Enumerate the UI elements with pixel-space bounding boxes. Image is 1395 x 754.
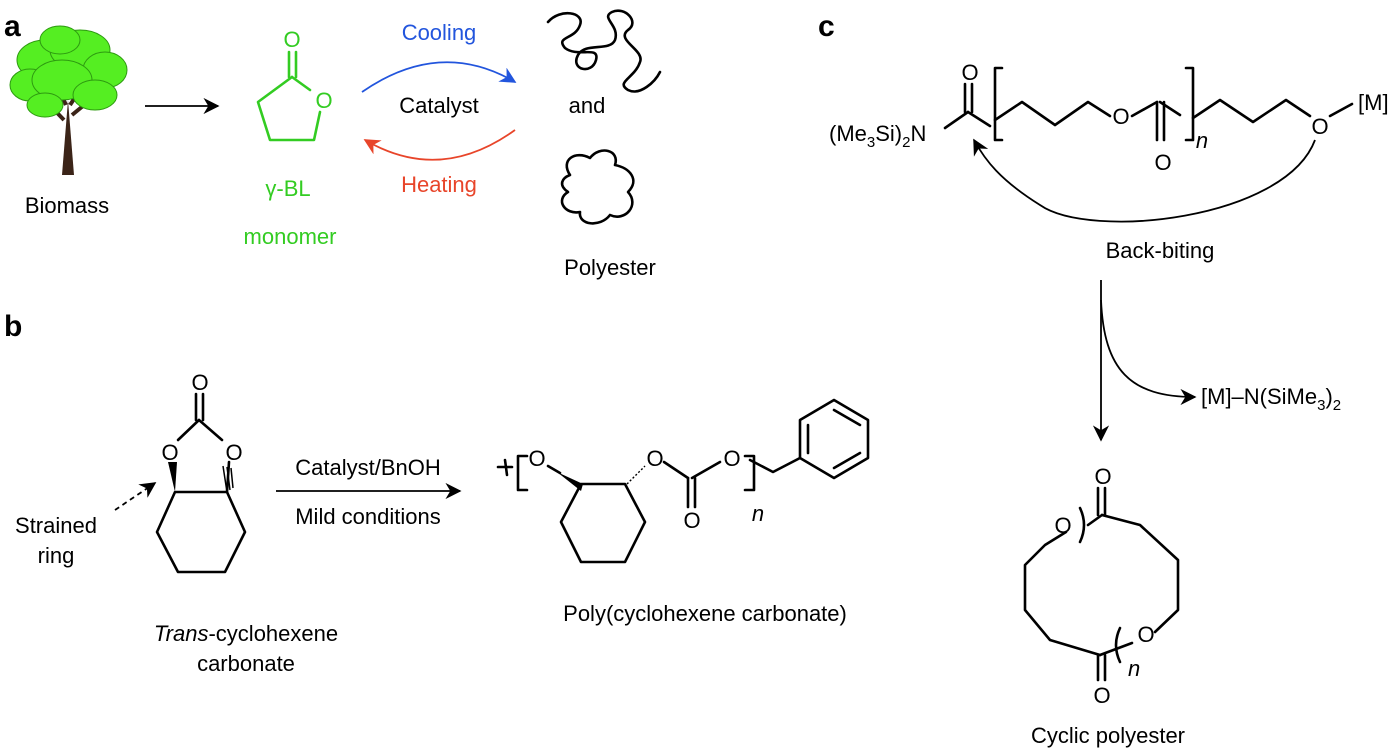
biomass-label: Biomass [25, 193, 109, 218]
byproduct-label: [M]–N(SiMe3)2 [1201, 384, 1341, 414]
carbonate-ring-oxygen-right: O [225, 440, 242, 465]
tree-icon [9, 25, 128, 175]
amine-sub-2: 2 [902, 134, 910, 151]
monomer-word: monomer [244, 224, 337, 249]
panel-label-a: a [4, 10, 21, 43]
cyclic-polyester-label: Cyclic polyester [1031, 723, 1185, 748]
heating-label: Heating [401, 172, 477, 197]
amine-sub-1: 3 [867, 134, 875, 151]
cyclic-polymer-chain [560, 149, 635, 225]
catalyst-label: Catalyst [399, 93, 478, 118]
cyclic-carbonyl-oxygen-top: O [1094, 464, 1111, 489]
carbonate-ring-oxygen-left: O [161, 440, 178, 465]
polyester-chain-structure [943, 66, 1354, 142]
panel-label-c: c [818, 10, 835, 43]
cyclic-ester-oxygen-left: O [1054, 513, 1071, 538]
byproduct-sub-1: 3 [1317, 397, 1325, 414]
cyclic-repeat-n: n [1128, 656, 1140, 681]
poly-cyclohexene-carbonate-structure [496, 398, 870, 564]
amine-end-group: (Me3Si)2N [829, 121, 926, 151]
linear-polymer-chain [546, 9, 662, 93]
monomer-b-name-line1: Trans-cyclohexene [154, 621, 338, 646]
polyester-label: Polyester [564, 255, 656, 280]
product-b-name: Poly(cyclohexene carbonate) [563, 601, 847, 626]
pcc-oxygen-2: O [646, 446, 663, 471]
cooling-label: Cooling [402, 20, 477, 45]
byproduct-sub-2: 2 [1333, 397, 1341, 414]
back-biting-arrow [973, 138, 1316, 223]
strained-label-line2: ring [38, 543, 75, 568]
carbonate-carbonyl-oxygen: O [191, 370, 208, 395]
alkoxide-oxygen: O [1311, 114, 1328, 139]
monomer-b-name-rest: -cyclohexene [208, 621, 338, 646]
ester-carbonyl-oxygen: O [1154, 150, 1171, 175]
strained-ring-pointer [114, 482, 157, 511]
gbl-carbonyl-oxygen: O [283, 27, 300, 52]
amine-text-2: Si) [875, 121, 902, 146]
amide-carbonyl-oxygen: O [961, 60, 978, 85]
panel-label-b: b [4, 310, 22, 343]
heating-arrow [363, 129, 516, 161]
pcc-carbonyl-oxygen: O [683, 508, 700, 533]
gamma-butyrolactone-structure [256, 50, 322, 142]
reagent-bottom: Mild conditions [295, 504, 441, 529]
monomer-b-name-line2: carbonate [197, 651, 295, 676]
amine-text-3: N [910, 121, 926, 146]
byproduct-text: [M]–N(SiMe [1201, 384, 1317, 409]
pcc-repeat-n: n [752, 501, 764, 526]
trans-cyclohexene-carbonate-structure [155, 392, 247, 574]
amine-text-1: (Me [829, 121, 867, 146]
pcc-oxygen-1: O [528, 446, 545, 471]
strained-label-line1: Strained [15, 513, 97, 538]
back-biting-label: Back-biting [1106, 238, 1215, 263]
gbl-ring-oxygen: O [315, 88, 332, 113]
metal-label: [M] [1358, 90, 1389, 115]
byproduct-arrow [1100, 299, 1197, 406]
cyclic-carbonyl-oxygen-bottom: O [1093, 683, 1110, 708]
chain-repeat-n: n [1196, 128, 1208, 153]
cooling-arrow [361, 61, 517, 93]
monomer-b-name-italic: Trans [154, 621, 209, 646]
cyclic-ester-oxygen-right: O [1137, 622, 1154, 647]
byproduct-close: ) [1325, 384, 1332, 409]
and-label: and [569, 93, 606, 118]
reagent-top: Catalyst/BnOH [295, 455, 441, 480]
cyclic-polyester-structure [1023, 486, 1180, 682]
ester-oxygen: O [1112, 104, 1129, 129]
monomer-name: γ-BL [265, 176, 310, 201]
pcc-oxygen-3: O [723, 446, 740, 471]
